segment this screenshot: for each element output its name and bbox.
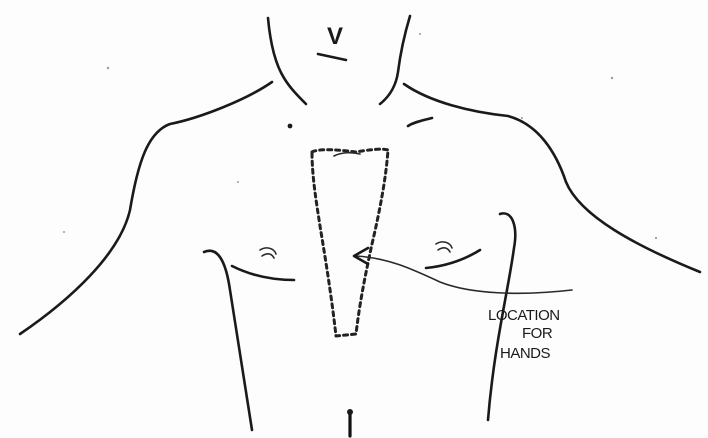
left-torso-side-line: [204, 251, 252, 430]
left-pectoral-curve: [232, 266, 294, 280]
neck-right-outline: [380, 16, 410, 104]
right-pectoral-curve: [426, 250, 480, 268]
neck-mark-underline: [318, 54, 346, 60]
left-nipple-mark: [260, 248, 276, 258]
neck-left-outline: [268, 18, 306, 104]
navel-dot: [347, 409, 353, 415]
right-clavicle-mark: [408, 118, 432, 126]
neck-mark-label: V: [327, 23, 343, 50]
callout-line-2: FOR: [522, 325, 553, 342]
sternum-top-notch: [334, 153, 360, 156]
paper-specks: [63, 33, 657, 239]
left-clavicle-mark: [288, 124, 293, 129]
left-shoulder-arm-outline: [20, 82, 272, 334]
right-nipple-mark: [436, 242, 452, 252]
callout-line-1: LOCATION: [488, 307, 560, 324]
callout-line-3: HANDS: [500, 345, 551, 362]
sternum-dashed-outline: [312, 149, 388, 336]
callout-arrow-line: [356, 256, 572, 293]
